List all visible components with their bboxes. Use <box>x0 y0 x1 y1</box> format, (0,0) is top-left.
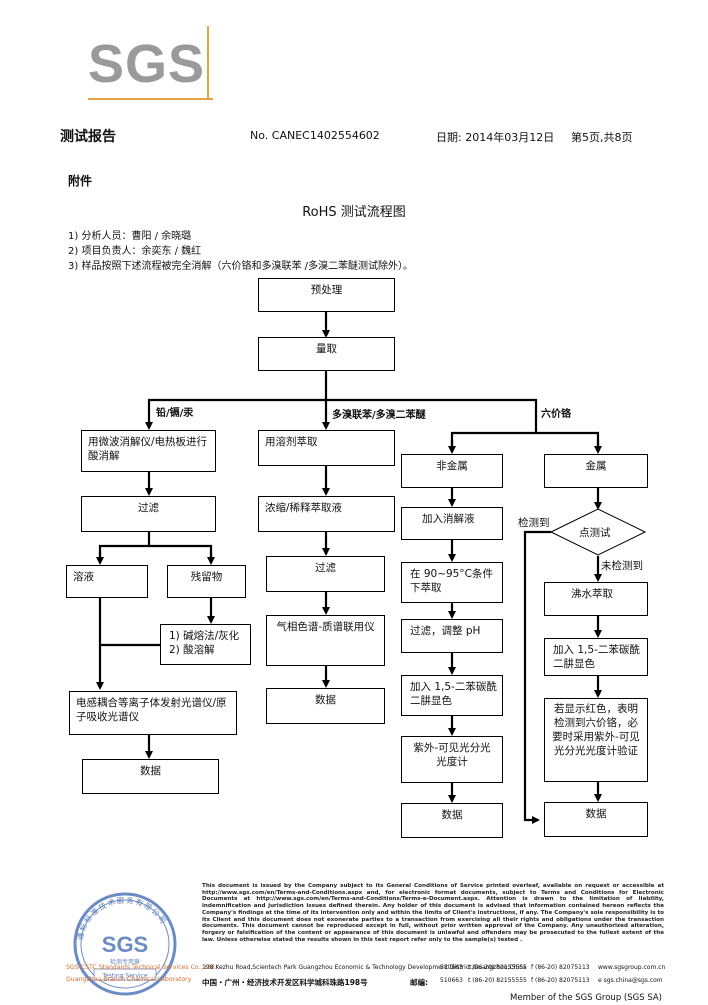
logo-underline <box>88 98 213 100</box>
seal-bottom-text: 检测专用章 <box>110 958 140 966</box>
box-microwave-digestion: 用微波消解仪/电热板进行酸消解 <box>81 430 216 472</box>
logo-vertical-bar <box>207 26 209 98</box>
page-number: 第5页,共8页 <box>571 131 633 144</box>
telephone: t (86-20) 82155555 <box>468 964 527 971</box>
box-pretreatment: 预处理 <box>258 278 395 312</box>
report-title: 测试报告 <box>60 129 116 145</box>
fax: f (86-20) 82075113 <box>531 964 590 971</box>
box-extract-90-95: 在 90~95°C条件下萃取 <box>401 562 503 603</box>
box-nonmetal: 非金属 <box>401 454 503 488</box>
company-name-en: SGS-CSTC Standards Technical Services Co… <box>66 964 217 971</box>
address-cn: 中国・广州・经济技术开发区科学城科珠路198号 <box>202 978 368 987</box>
box-alkali-fusion: 1) 碱熔法/灰化 2) 酸溶解 <box>160 624 251 665</box>
box-data-2: 数据 <box>266 688 385 724</box>
box-filter-adjust-ph: 过滤，调整 pH <box>401 619 503 653</box>
seal-center-text: SGS <box>102 932 148 957</box>
seal-ribbon-text: Testing Service <box>101 973 147 980</box>
email: e sgs.china@sgs.com <box>598 977 663 984</box>
note-analysts: 1) 分析人员：曹阳 / 余晓璐 <box>68 231 192 242</box>
box-boiling-water-extraction: 沸水萃取 <box>544 582 648 616</box>
decision-spot-test: 点测试 <box>579 527 611 539</box>
legal-disclaimer: This document is issued by the Company s… <box>202 883 664 943</box>
box-add-digest-solution: 加入消解液 <box>401 507 503 540</box>
box-solvent-extraction: 用溶剂萃取 <box>258 430 395 466</box>
box-add-dpc-2: 加入 1,5-二苯碳酰二肼显色 <box>544 638 648 676</box>
company-seal: 通标标准技术服务有限公司 SGS 检测专用章 Testing Service <box>66 886 184 998</box>
label-not-detected: 未检测到 <box>601 560 643 572</box>
company-branch-en: Guangzhou Branch Chemical Laboratory <box>66 976 192 983</box>
fax-2: f (86-20) 82075113 <box>531 977 590 984</box>
sgs-logo: SGS <box>88 26 213 100</box>
address-en: 198 Kezhu Road,Scientech Park Guangzhou … <box>202 964 527 971</box>
flowchart-connectors <box>96 312 647 824</box>
box-filter-2: 过滤 <box>266 556 385 592</box>
postcode-en: 510663 <box>440 964 463 971</box>
annex-heading: 附件 <box>68 174 93 188</box>
box-data-3: 数据 <box>401 803 503 838</box>
decision-diamond <box>549 508 647 556</box>
alkali-step-1: 1) 碱熔法/灰化 <box>169 630 240 642</box>
note-project-lead: 2) 项目负责人：余奕东 / 魏红 <box>68 246 202 257</box>
alkali-step-2: 2) 酸溶解 <box>169 644 215 656</box>
box-gc-ms: 气相色谱-质谱联用仪 <box>266 615 385 666</box>
box-concentrate-dilute: 浓缩/稀释萃取液 <box>258 496 395 532</box>
logo-text: SGS <box>88 34 206 94</box>
branch-label-pb-cd-hg: 铅/镉/汞 <box>156 408 194 419</box>
box-uv-vis: 紫外-可见光分光光度计 <box>401 736 503 783</box>
postcode-label-cn: 邮编: <box>410 978 428 987</box>
flowchart-title: RoHS 测试流程图 <box>302 205 406 220</box>
box-residue: 残留物 <box>167 565 246 598</box>
box-weigh: 量取 <box>258 337 395 371</box>
box-add-dpc-1: 加入 1,5-二苯碳酰二肼显色 <box>401 675 503 716</box>
box-solution: 溶液 <box>66 565 148 598</box>
branch-label-pbb-pbde: 多溴联苯/多溴二苯醚 <box>332 410 426 421</box>
telephone-2: t (86-20) 82155555 <box>468 977 527 984</box>
sgs-member-line: Member of the SGS Group (SGS SA) <box>510 993 662 1003</box>
branch-label-cr6: 六价铬 <box>541 409 571 420</box>
website: www.sgsgroup.com.cn <box>598 964 666 971</box>
report-date: 日期: 2014年03月12日 <box>436 131 555 144</box>
note-digestion: 3) 样品按照下述流程被完全消解（六价铬和多溴联苯 /多溴二苯醚测试除外）。 <box>68 261 413 272</box>
box-data-4: 数据 <box>544 802 648 837</box>
box-red-color-note: 若显示红色，表明检测到六价铬，必要时采用紫外-可见光分光光度计验证 <box>544 698 648 782</box>
label-detected: 检测到 <box>518 517 550 529</box>
box-metal: 金属 <box>544 454 648 488</box>
report-number: No. CANEC1402554602 <box>250 129 380 142</box>
box-filter-1: 过滤 <box>81 496 216 532</box>
box-data-1: 数据 <box>82 759 219 794</box>
postcode-cn: 510663 <box>440 977 463 984</box>
box-icp-aas: 电感耦合等离子体发射光谱仪/原子吸收光谱仪 <box>69 691 237 735</box>
